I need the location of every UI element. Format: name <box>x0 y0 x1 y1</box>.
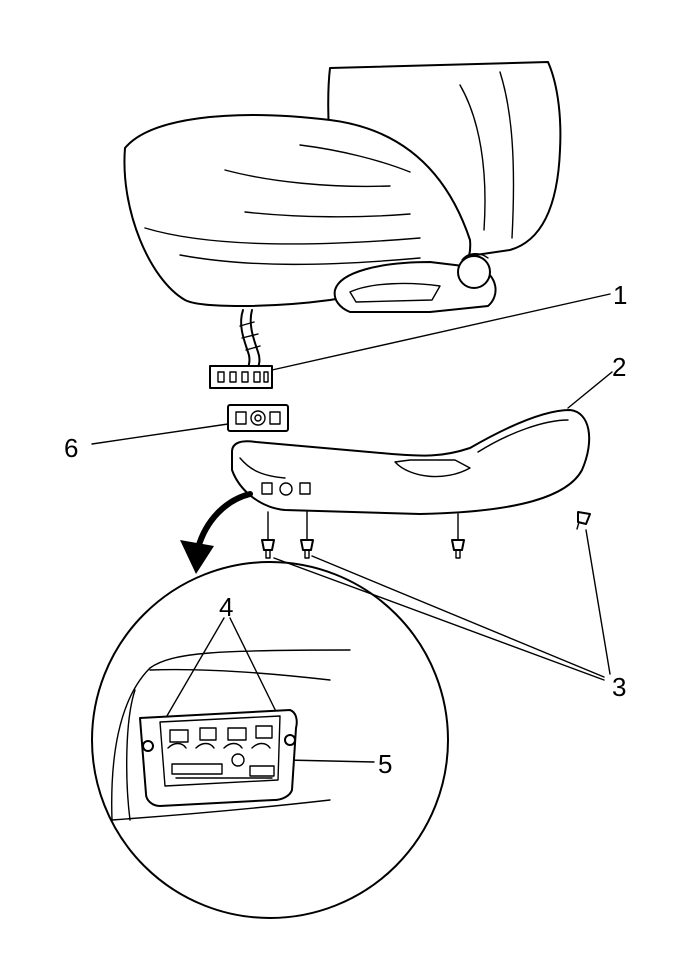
callout-3: 3 <box>612 672 627 702</box>
detail-view-arrow <box>180 491 253 574</box>
switch-retaining-tab-right <box>284 734 296 746</box>
trim-panel-fasteners <box>261 511 591 559</box>
detail-view <box>91 561 449 919</box>
seat-assembly <box>123 61 562 313</box>
switch-retaining-tab-left <box>142 740 154 752</box>
callout-5: 5 <box>378 749 393 779</box>
leader-lines <box>91 293 613 763</box>
callout-4: 4 <box>219 592 234 622</box>
callout-1: 1 <box>613 280 628 310</box>
seat-track-bracket <box>333 261 497 313</box>
seat-adjuster-switch <box>227 404 289 432</box>
harness-connector <box>209 365 273 389</box>
callout-6: 6 <box>64 433 79 463</box>
fastener-4 <box>576 511 591 530</box>
seat-outer-trim-panel <box>231 409 591 515</box>
fastener-1 <box>261 539 275 559</box>
callout-2: 2 <box>612 352 627 382</box>
wiring-harness <box>209 309 273 389</box>
fastener-2 <box>300 539 314 559</box>
fastener-3 <box>451 539 465 559</box>
seat-recliner-pivot <box>457 255 491 289</box>
